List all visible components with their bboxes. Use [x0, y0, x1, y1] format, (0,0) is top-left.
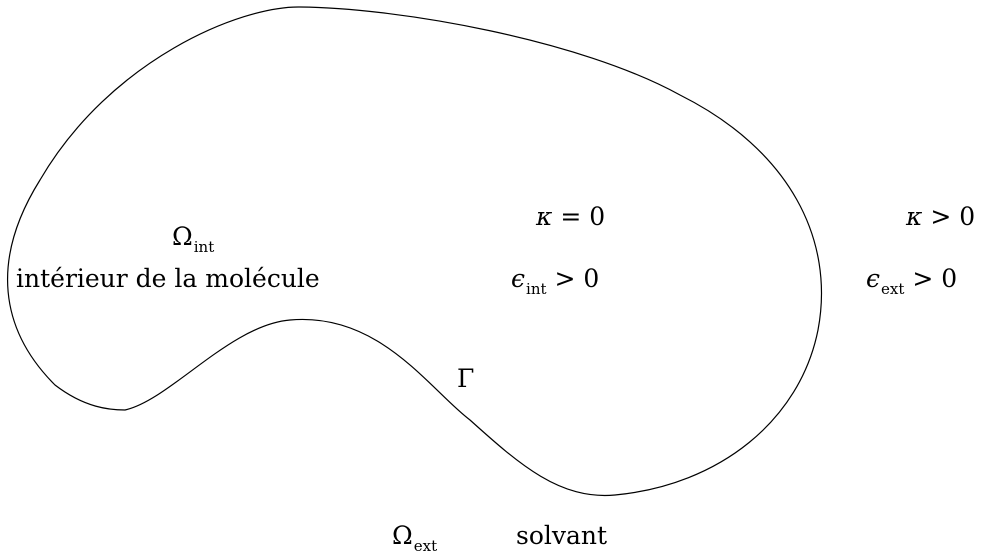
epsilon-int-subscript: int — [526, 280, 547, 298]
epsilon-exterior-label: ϵext > 0 — [866, 264, 958, 297]
epsilon-interior-label: ϵint > 0 — [511, 264, 600, 297]
epsilon-symbol: ϵ — [511, 264, 526, 293]
omega-ext-label: Ωext — [392, 521, 437, 554]
boundary-gamma-label: Γ — [457, 364, 475, 393]
molecule-boundary-curve — [6, 6, 822, 497]
kappa-interior-relation: = 0 — [560, 202, 606, 231]
kappa-interior-label: κ = 0 — [536, 204, 605, 229]
molecule-interior-description: intérieur de la molécule — [16, 264, 320, 293]
epsilon-interior-relation: > 0 — [554, 264, 600, 293]
epsilon-exterior-relation: > 0 — [912, 264, 958, 293]
kappa-symbol: κ — [536, 202, 553, 231]
omega-ext-subscript: ext — [413, 537, 438, 555]
omega-symbol: Ω — [172, 222, 193, 251]
kappa-exterior-label: κ > 0 — [906, 204, 975, 229]
omega-int-label: Ωint — [172, 222, 214, 255]
epsilon-symbol: ϵ — [866, 264, 881, 293]
solvent-description: solvant — [516, 521, 608, 550]
omega-int-subscript: int — [193, 238, 215, 256]
kappa-exterior-relation: > 0 — [930, 202, 976, 231]
kappa-symbol: κ — [906, 202, 923, 231]
epsilon-ext-subscript: ext — [881, 280, 905, 298]
omega-symbol: Ω — [392, 521, 413, 550]
